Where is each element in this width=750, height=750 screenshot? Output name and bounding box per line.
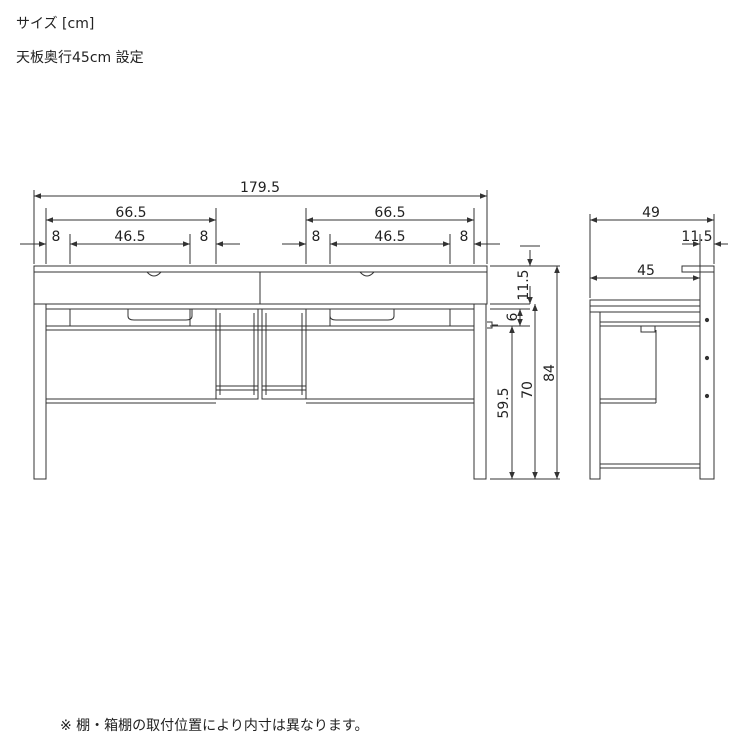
- label-right-side-a: 8: [312, 229, 321, 245]
- left-handle: [127, 309, 193, 321]
- page-subtitle: 天板奥行45cm 設定: [16, 50, 144, 66]
- label-left-side-a: 8: [52, 229, 61, 245]
- side-dimensions: [589, 214, 728, 298]
- front-shelf-band: [45, 303, 475, 327]
- label-left-drawer-width: 66.5: [115, 205, 146, 221]
- label-side-total-depth: 49: [642, 205, 660, 221]
- left-drawer-notch: [146, 271, 162, 277]
- side-top-bracket: [681, 265, 715, 273]
- front-top-board: [33, 265, 488, 273]
- side-bracket: [640, 325, 656, 333]
- front-vertical-dimensions: [490, 245, 560, 480]
- left-leg: [33, 303, 47, 480]
- right-leg: [473, 303, 487, 480]
- front-horizontal-dimensions: [20, 190, 500, 264]
- right-drawer-notch: [359, 271, 375, 277]
- label-under-drawer-height: 59.5: [496, 387, 512, 418]
- label-right-drawer-width: 66.5: [374, 205, 405, 221]
- side-back-post: [699, 271, 715, 480]
- label-left-middle: 46.5: [114, 229, 145, 245]
- label-right-middle: 46.5: [374, 229, 405, 245]
- label-table-height: 70: [520, 381, 536, 399]
- center-box-right: [261, 308, 307, 400]
- label-left-side-b: 8: [200, 229, 209, 245]
- front-view: [33, 265, 498, 480]
- side-hook: [487, 321, 493, 329]
- label-overall-width: 179.5: [240, 180, 280, 196]
- side-view: [589, 265, 715, 480]
- label-side-overhang: 11.5: [681, 229, 712, 245]
- center-box-left: [215, 308, 259, 400]
- label-side-top-depth: 45: [637, 263, 655, 279]
- side-front-leg: [589, 311, 601, 480]
- label-shelf-gap: 6: [505, 312, 521, 321]
- label-total-height: 84: [542, 364, 558, 382]
- footnote: ※ 棚・箱棚の取付位置により内寸は異なります。: [60, 718, 369, 734]
- side-top-board: [589, 299, 701, 307]
- label-right-side-b: 8: [460, 229, 469, 245]
- page-title: サイズ [cm]: [16, 16, 95, 32]
- right-handle: [329, 309, 395, 321]
- label-top-thickness: 11.5: [516, 269, 532, 300]
